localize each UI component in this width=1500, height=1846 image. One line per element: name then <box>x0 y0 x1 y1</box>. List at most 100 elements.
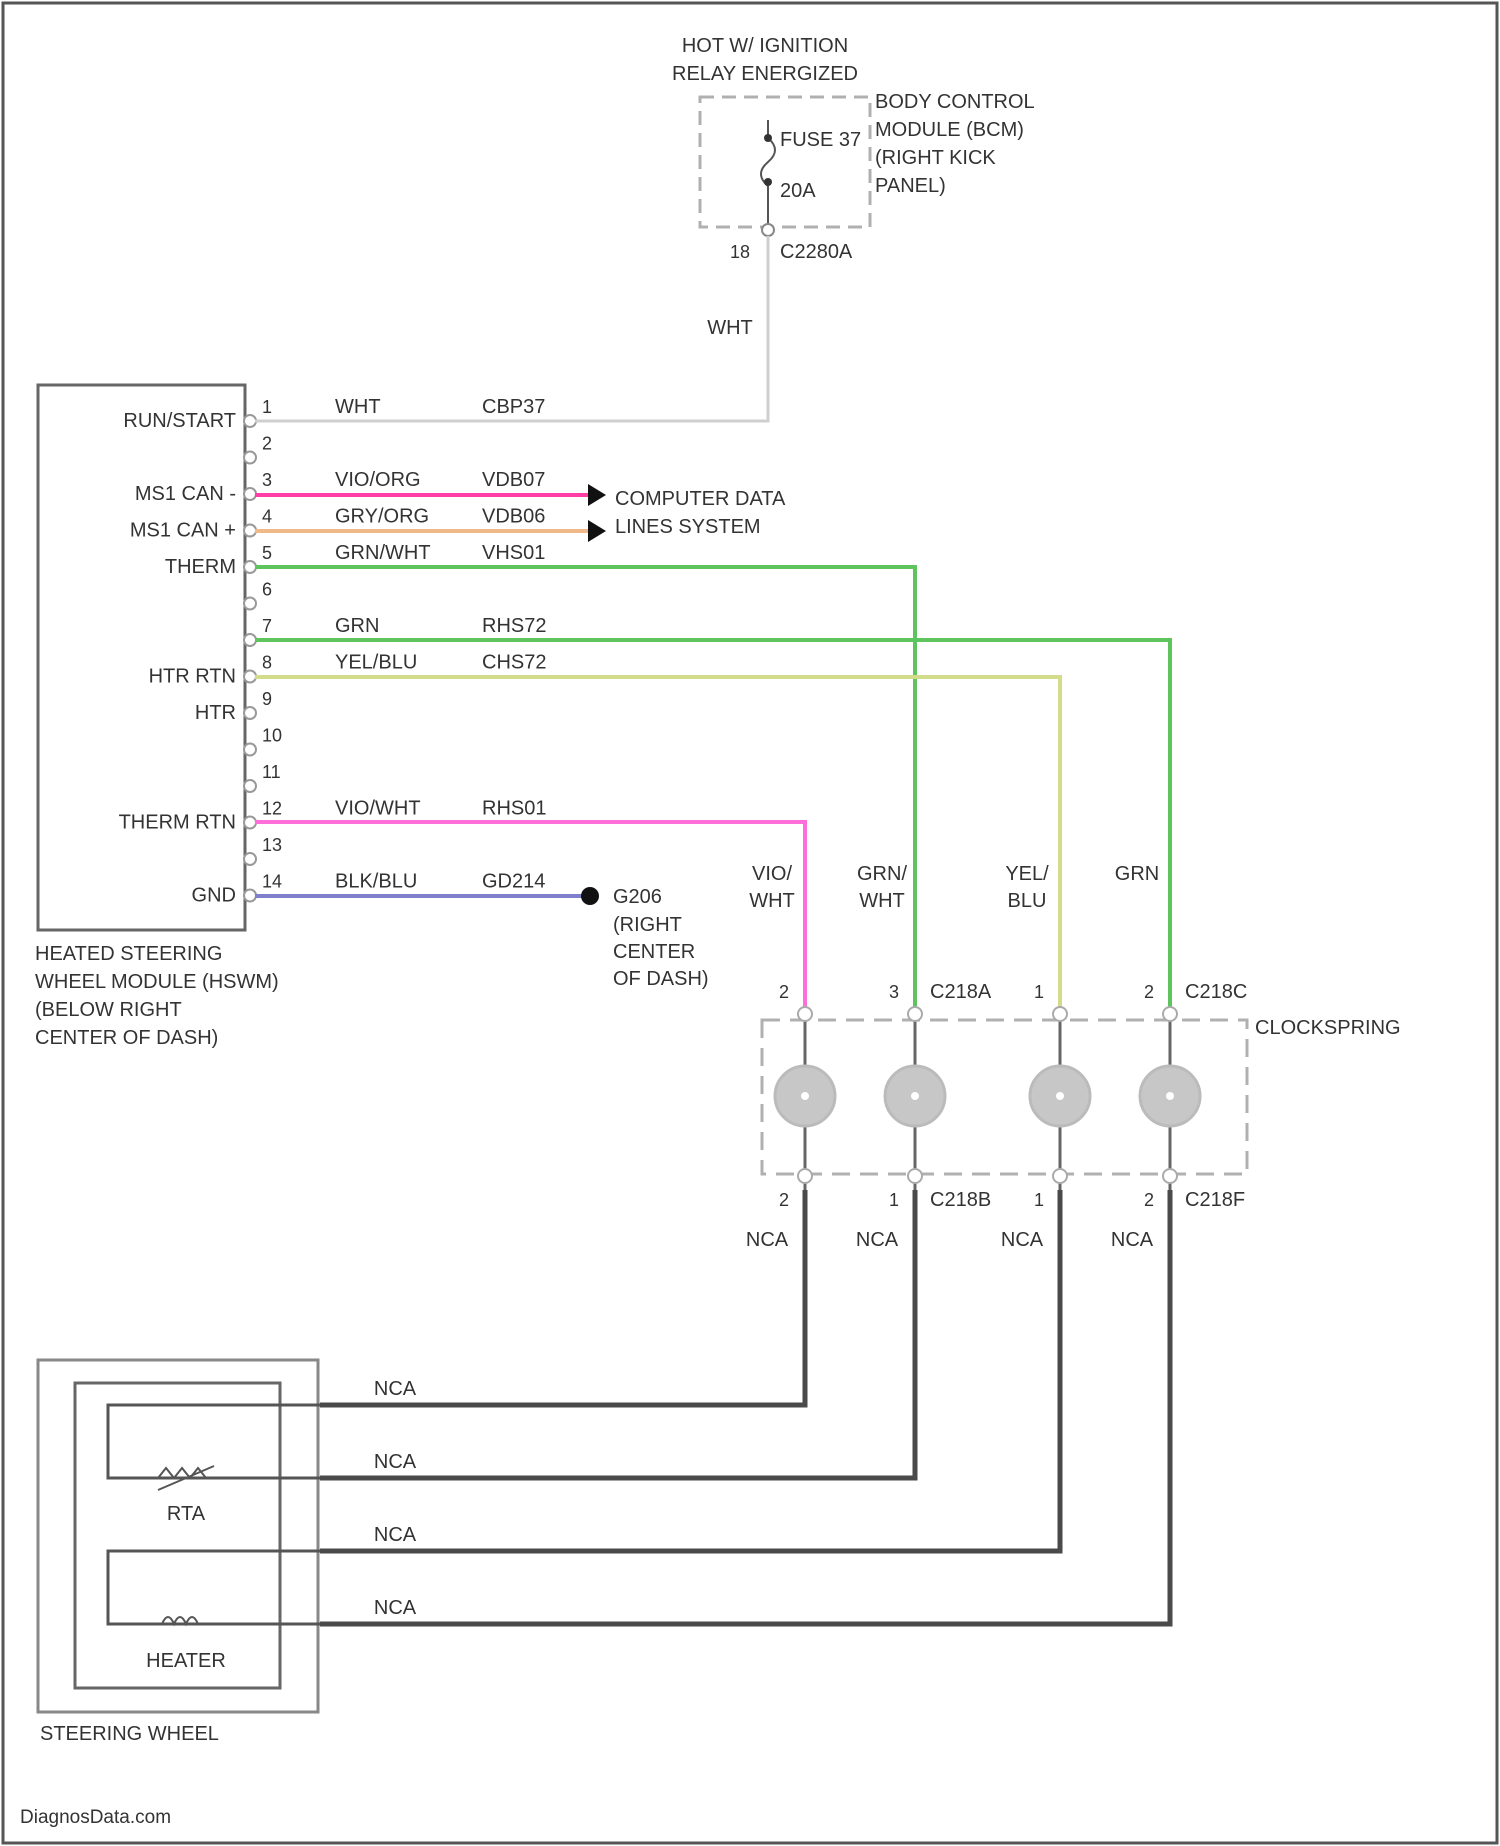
wire-run-start <box>255 236 768 421</box>
hswm-pin-terminal <box>244 671 256 683</box>
clockspring-wire-color: GRN/ <box>857 863 907 885</box>
hswm-pin-terminal <box>244 452 256 464</box>
heater-loop <box>108 1551 320 1624</box>
power-source-line2: RELAY ENERGIZED <box>672 63 858 85</box>
ground-line1: (RIGHT <box>613 914 682 936</box>
thermistor-label: RTA <box>167 1503 206 1525</box>
hswm-pin-terminal <box>244 780 256 792</box>
arrow-can-minus <box>588 484 606 506</box>
hswm-wire-color: GRN <box>335 615 379 637</box>
nca-wire-2 <box>320 1190 915 1478</box>
hswm-pin-number: 12 <box>262 799 282 819</box>
ground-line3: OF DASH) <box>613 968 709 990</box>
hswm-pin-number: 14 <box>262 872 282 892</box>
hswm-circuit: VDB06 <box>482 506 545 528</box>
hswm-circuit: VHS01 <box>482 542 545 564</box>
hswm-pin-number: 3 <box>262 470 272 490</box>
ground-id: G206 <box>613 886 662 908</box>
hswm-caption-line1: HEATED STEERING <box>35 943 222 965</box>
clockspring-top-pin: 2 <box>779 982 789 1002</box>
clockspring-coil-center <box>801 1092 809 1100</box>
hswm-caption-line4: CENTER OF DASH) <box>35 1027 218 1049</box>
clockspring-wire-color: WHT <box>749 890 795 912</box>
clockspring-bottom-pin: 1 <box>1034 1190 1044 1210</box>
sw-wire-label-1: NCA <box>374 1378 417 1400</box>
bcm-pin-number: 18 <box>730 242 750 262</box>
hswm-pin-name: HTR <box>195 702 236 724</box>
hswm-pin-number: 11 <box>262 762 281 782</box>
network-line1: COMPUTER DATA <box>615 488 786 510</box>
hswm-wire-color: VIO/ORG <box>335 469 421 491</box>
heater-label: HEATER <box>146 1650 226 1672</box>
hswm-pin-number: 4 <box>262 507 272 527</box>
clockspring-bottom-pin: 1 <box>889 1190 899 1210</box>
hswm-pin-terminal <box>244 744 256 756</box>
hswm-pin-number: 6 <box>262 580 272 600</box>
power-source-line1: HOT W/ IGNITION <box>682 35 848 57</box>
clockspring-wire-color: BLU <box>1008 890 1047 912</box>
hswm-pin-terminal <box>244 853 256 865</box>
hswm-circuit: RHS72 <box>482 615 546 637</box>
clockspring-top-terminal <box>908 1007 922 1021</box>
hswm-pin-name: RUN/START <box>123 410 236 432</box>
hswm-pin-number: 2 <box>262 434 272 454</box>
hswm-pin-terminal <box>244 634 256 646</box>
clockspring-nca-label: NCA <box>856 1229 899 1251</box>
clockspring-wire-color: VIO/ <box>752 863 792 885</box>
ground-line2: CENTER <box>613 941 695 963</box>
clockspring-nca-label: NCA <box>746 1229 789 1251</box>
clockspring-label: CLOCKSPRING <box>1255 1017 1401 1039</box>
bcm-line4: PANEL) <box>875 175 946 197</box>
fuse-label: FUSE 37 <box>780 129 861 151</box>
hswm-pin-name: MS1 CAN + <box>130 520 236 542</box>
hswm-circuit: VDB07 <box>482 469 545 491</box>
hswm-pin-number: 8 <box>262 653 272 673</box>
clockspring-wire-color: YEL/ <box>1005 863 1049 885</box>
hswm-caption-line2: WHEEL MODULE (HSWM) <box>35 971 279 993</box>
hswm-pin-name: THERM RTN <box>119 812 236 834</box>
fuse-rating: 20A <box>780 180 816 202</box>
clockspring-top-terminal <box>1053 1007 1067 1021</box>
clockspring-nca-label: NCA <box>1111 1229 1154 1251</box>
clockspring-nca-label: NCA <box>1001 1229 1044 1251</box>
clockspring-connector-top-1: C218A <box>930 981 992 1003</box>
hswm-pin-terminal <box>244 488 256 500</box>
clockspring-connector-bottom-2: C218F <box>1185 1189 1245 1211</box>
clockspring-top-pin: 2 <box>1144 982 1154 1002</box>
sw-wire-label-2: NCA <box>374 1451 417 1473</box>
bcm-box <box>700 97 870 227</box>
clockspring-connector-bottom-1: C218B <box>930 1189 991 1211</box>
hswm-circuit: GD214 <box>482 871 545 893</box>
clockspring-connector-top-2: C218C <box>1185 981 1247 1003</box>
clockspring-coil-center <box>911 1092 919 1100</box>
hswm-pin-terminal <box>244 817 256 829</box>
clockspring-top-pin: 3 <box>889 982 899 1002</box>
clockspring-bottom-pin: 2 <box>1144 1190 1154 1210</box>
clockspring-wire-color: GRN <box>1115 863 1159 885</box>
hswm-box <box>38 385 245 930</box>
hswm-wire-color: GRY/ORG <box>335 506 429 528</box>
hswm-pin-terminal <box>244 707 256 719</box>
clockspring-coil-center <box>1056 1092 1064 1100</box>
hswm-pin-number: 7 <box>262 616 272 636</box>
steering-wheel-inner-box <box>75 1383 280 1688</box>
hswm-wire-color: YEL/BLU <box>335 652 417 674</box>
hswm-pin-terminal <box>244 525 256 537</box>
bcm-line2: MODULE (BCM) <box>875 119 1024 141</box>
hswm-circuit: RHS01 <box>482 798 546 820</box>
hswm-circuit: CBP37 <box>482 396 545 418</box>
bcm-line3: (RIGHT KICK <box>875 147 996 169</box>
hswm-caption-line3: (BELOW RIGHT <box>35 999 182 1021</box>
sw-wire-label-3: NCA <box>374 1524 417 1546</box>
hswm-pin-terminal <box>244 598 256 610</box>
clockspring-wire-color: WHT <box>859 890 905 912</box>
clockspring-coil-center <box>1166 1092 1174 1100</box>
wire-htr-rtn <box>255 640 1170 1010</box>
bcm-line1: BODY CONTROL <box>875 91 1035 113</box>
nca-wire-3 <box>320 1190 1060 1551</box>
hswm-pin-terminal <box>244 561 256 573</box>
clockspring-bottom-pin: 2 <box>779 1190 789 1210</box>
clockspring-top-pin: 1 <box>1034 982 1044 1002</box>
